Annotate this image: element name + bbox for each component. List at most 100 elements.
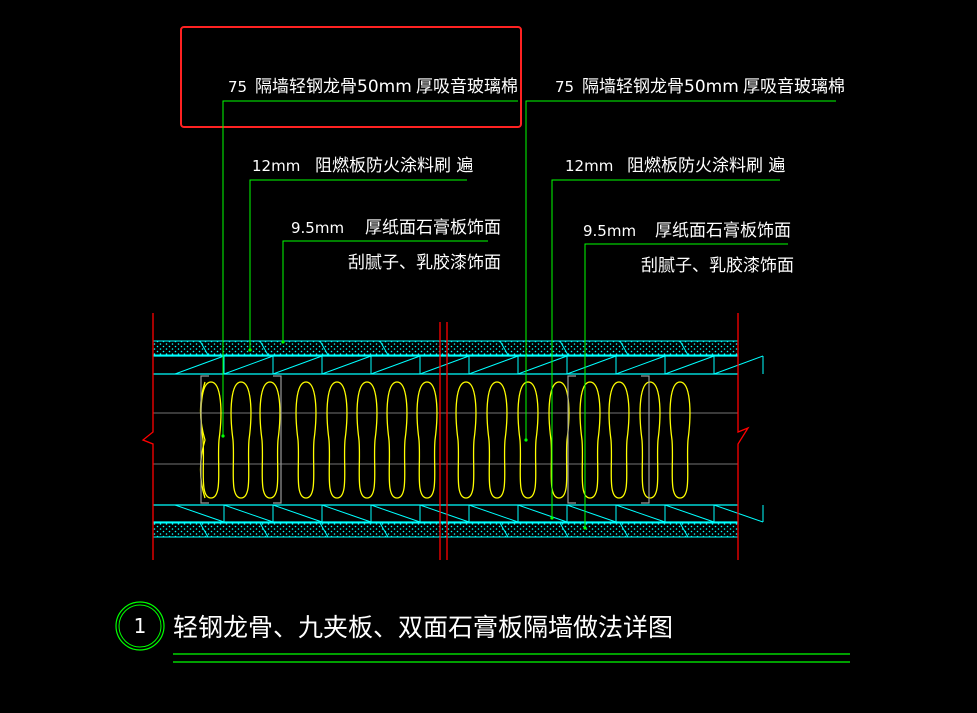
ply-hatch-bot-0: [174, 504, 225, 523]
gypsum-joint-top-0: [199, 340, 209, 356]
ply-hatch-top-4: [370, 355, 421, 375]
ply-hatch-top-5: [419, 355, 470, 375]
leader-dot-1: [248, 348, 252, 352]
ply-hatch-bot-4: [370, 504, 421, 523]
right-board-desc: 阻燃板防火涂料刷 遍: [627, 156, 785, 176]
annotations-left: 75 隔墙轻钢龙骨50mm 厚吸音玻璃棉 12mm 阻燃板防火涂料刷 遍 9.5…: [228, 77, 518, 273]
gypsum-joint-top-3: [379, 340, 389, 356]
ply-hatch-top-1: [223, 355, 274, 375]
ply-hatch-top-8: [566, 355, 617, 375]
ply-hatch-top-9: [615, 355, 666, 375]
ply-hatch-top-0: [174, 355, 225, 375]
gypsum-joint-top-7: [679, 340, 689, 356]
insulation-coil-3: [295, 381, 317, 499]
insulation-coil-1: [230, 381, 252, 499]
left-gypsum-size: 9.5mm: [291, 219, 344, 237]
leader-right-stud: [525, 100, 836, 440]
insulation-coil-9: [486, 381, 508, 499]
insulation-coil-12: [579, 381, 601, 499]
gypsum-joint-bot-3: [379, 522, 389, 538]
leader-lines: [221, 100, 836, 530]
insulation-coil-2: [259, 381, 281, 499]
ply-hatch-bot-10: [664, 504, 715, 523]
stud-left-flange-0: [200, 375, 209, 504]
gypsum-joint-bot-6: [619, 522, 629, 538]
insulation-coil-5: [356, 381, 378, 499]
gypsum-joint-top-2: [319, 340, 329, 356]
board-lines: [153, 340, 764, 538]
ply-hatch-bot-7: [517, 504, 568, 523]
gypsum-joint-bot-1: [259, 522, 269, 538]
wall-edge-left: [141, 313, 154, 560]
ply-hatch-top-3: [321, 355, 372, 375]
leader-right-board: [551, 179, 780, 518]
left-stud-fill: 厚吸音玻璃棉: [416, 77, 518, 97]
right-board-size: 12mm: [565, 157, 613, 175]
finish-layer-top: [152, 340, 739, 356]
wall-section: [141, 313, 764, 560]
ply-hatch-bot-3: [321, 504, 372, 523]
title-text: 轻钢龙骨、九夹板、双面石膏板隔墙做法详图: [173, 613, 673, 642]
finish-layer-bottom: [152, 522, 739, 538]
right-stud-size: 75: [555, 78, 574, 96]
insulation-coil-11: [548, 381, 570, 499]
stud-right-flange-0: [273, 375, 282, 504]
steel-studs: [200, 375, 650, 504]
right-gypsum-desc: 厚纸面石膏板饰面: [655, 220, 791, 241]
ply-hatch-top-10: [664, 355, 715, 375]
insulation-coil-15: [669, 381, 691, 499]
insulation-coil-6: [386, 381, 408, 499]
left-gypsum-desc: 厚纸面石膏板饰面: [365, 217, 501, 238]
gypsum-joint-bot-7: [679, 522, 689, 538]
annotations-right: 75 隔墙轻钢龙骨50mm 厚吸音玻璃棉 12mm 阻燃板防火涂料刷 遍 9.5…: [555, 77, 845, 276]
insulation-coil-13: [608, 381, 630, 499]
leader-left-stud: [222, 100, 518, 436]
ply-hatch-bot-2: [272, 504, 323, 523]
title-number-circle-outer: [115, 601, 165, 651]
left-stud-desc: 隔墙轻钢龙骨50mm: [255, 77, 412, 97]
gypsum-joint-bot-4: [499, 522, 509, 538]
leader-left-board: [249, 179, 467, 350]
right-stud-desc: 隔墙轻钢龙骨50mm: [582, 77, 739, 97]
ply-hatch-top-2: [272, 355, 323, 375]
right-gypsum-size: 9.5mm: [583, 222, 636, 240]
wall-edges: [141, 313, 750, 560]
gypsum-joint-bot-0: [199, 522, 209, 538]
insulation-coil-7: [416, 381, 438, 499]
ply-hatch-bot-9: [615, 504, 666, 523]
leader-dot-5: [583, 526, 587, 530]
right-finish-desc: 刮腻子、乳胶漆饰面: [641, 256, 794, 276]
stud-right-flange-1: [641, 375, 650, 504]
left-board-desc: 阻燃板防火涂料刷 遍: [315, 156, 473, 176]
ply-hatch-bot-6: [468, 504, 519, 523]
left-finish-desc: 刮腻子、乳胶漆饰面: [348, 253, 501, 273]
leader-dot-0: [221, 434, 225, 438]
gypsum-joint-top-4: [499, 340, 509, 356]
insulation-coil-4: [326, 381, 348, 499]
highlight-box: [180, 26, 522, 128]
gypsum-joint-top-5: [559, 340, 569, 356]
insulation-coil-10: [517, 381, 539, 499]
leader-left-gypsum: [282, 240, 488, 342]
ply-hatch-bot-5: [419, 504, 470, 523]
leader-dot-2: [281, 340, 285, 344]
title-number: 1: [134, 614, 147, 638]
right-stud-fill: 厚吸音玻璃棉: [743, 77, 845, 97]
leader-right-gypsum: [584, 243, 788, 528]
title-number-circle-inner: [118, 604, 162, 648]
left-board-size: 12mm: [252, 157, 300, 175]
ply-hatch-bot-1: [223, 504, 274, 523]
gypsum-joint-top-6: [619, 340, 629, 356]
leader-dot-3: [524, 438, 528, 442]
wall-edge-right: [737, 313, 750, 560]
insulation-coils: [199, 381, 691, 499]
drawing-title: 1 轻钢龙骨、九夹板、双面石膏板隔墙做法详图: [115, 601, 850, 663]
stud-left-flange-1: [567, 375, 576, 504]
leader-dot-4: [550, 516, 554, 520]
gypsum-joint-bot-5: [559, 522, 569, 538]
insulation-coil-14: [639, 381, 661, 499]
ply-hatch-top-6: [468, 355, 519, 375]
ply-hatch-bot-8: [566, 504, 617, 523]
left-stud-size: 75: [228, 78, 247, 96]
